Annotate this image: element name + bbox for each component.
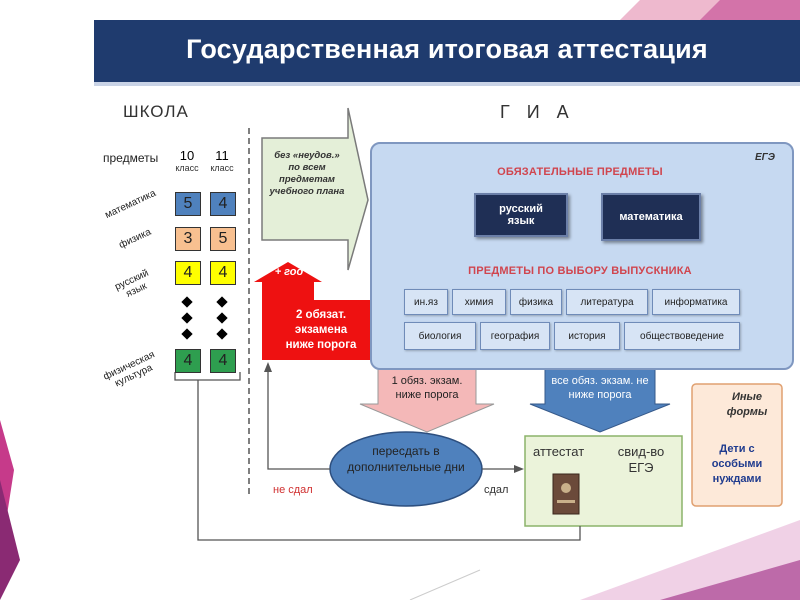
not-passed-line <box>267 368 330 470</box>
school-header: ШКОЛА <box>123 102 189 121</box>
grade-physics-11: 5 <box>210 227 236 251</box>
school-bracket <box>174 372 241 381</box>
elective-biology: биология <box>404 322 476 350</box>
elective-geography: география <box>480 322 550 350</box>
certificate-book-icon <box>552 473 580 515</box>
grade-pe-11: 4 <box>210 349 236 373</box>
no-fails-text: без «неудов.» по всем предметам учебного… <box>269 150 345 197</box>
subjects-label: предметы <box>103 151 159 165</box>
grade-11-label: класс <box>210 163 234 173</box>
no-fails-arrow <box>261 107 369 271</box>
grade-math-10: 5 <box>175 192 201 216</box>
grade-physics-10: 3 <box>175 227 201 251</box>
grade-10-header: 10 класс <box>172 148 202 173</box>
decor-bottom-right-2 <box>660 560 800 600</box>
subject-math: математика <box>103 188 163 221</box>
subject-physics: физика <box>117 227 156 251</box>
elective-history: история <box>554 322 620 350</box>
ege-certificate-label: свид-во ЕГЭ <box>617 444 665 475</box>
bottom-connector <box>197 380 581 541</box>
decor-top-right-2 <box>700 0 800 20</box>
elective-informatics: информатика <box>652 289 740 315</box>
grade-11-header: 11 класс <box>207 148 237 173</box>
elective-chemistry: химия <box>452 289 506 315</box>
one-exam-below-text: 1 обяз. экзам. ниже порога <box>391 375 463 401</box>
not-passed-label: не сдал <box>273 484 313 496</box>
subject-russian: русский язык <box>113 268 173 305</box>
mandatory-title: ОБЯЗАТЕЛЬНЫЕ ПРЕДМЕТЫ <box>497 166 663 178</box>
elective-title: ПРЕДМЕТЫ ПО ВЫБОРУ ВЫПУСКНИКА <box>468 265 692 277</box>
subject-pe: физическая культура <box>102 349 178 394</box>
ege-label: ЕГЭ <box>755 152 775 163</box>
mandatory-math: математика <box>601 193 701 241</box>
grade-russian-11: 4 <box>210 261 236 285</box>
grade-11-num: 11 <box>215 148 229 163</box>
grade-math-11: 4 <box>210 192 236 216</box>
certificate-box <box>524 435 683 527</box>
other-forms-box <box>691 383 783 507</box>
plus-year-label: + год <box>274 266 304 278</box>
mandatory-russian: русский язык <box>474 193 568 237</box>
title-bar: Государственная итоговая аттестация <box>94 20 800 86</box>
grade-russian-10: 4 <box>175 261 201 285</box>
gia-header: Г И А <box>500 102 575 122</box>
decor-left-2 <box>0 480 20 600</box>
passed-label: сдал <box>484 484 509 496</box>
grade-10-label: класс <box>175 163 199 173</box>
retake-text: пересдать в дополнительные дни <box>347 444 465 474</box>
grade-pe-10: 4 <box>175 349 201 373</box>
one-exam-arrow <box>359 365 495 433</box>
elective-physics: физика <box>510 289 562 315</box>
elective-foreign-lang: ин.яз <box>404 289 448 315</box>
decor-line <box>409 569 481 600</box>
plus-year-arrow <box>254 262 370 360</box>
two-exams-below-text: 2 обязат. экзамена ниже порога <box>285 309 357 351</box>
grade-10-num: 10 <box>179 148 195 163</box>
elective-social-studies: обществоведение <box>624 322 740 350</box>
all-exams-arrow <box>529 365 671 433</box>
special-needs-label: Дети с особыми нуждами <box>711 443 763 485</box>
other-forms-label: Иные формы <box>726 391 768 418</box>
page-title: Государственная итоговая аттестация <box>186 34 708 64</box>
certificate-label: аттестат <box>533 444 585 459</box>
all-exams-ok-text: все обяз. экзам. не ниже порога <box>551 375 649 401</box>
elective-literature: литература <box>566 289 648 315</box>
